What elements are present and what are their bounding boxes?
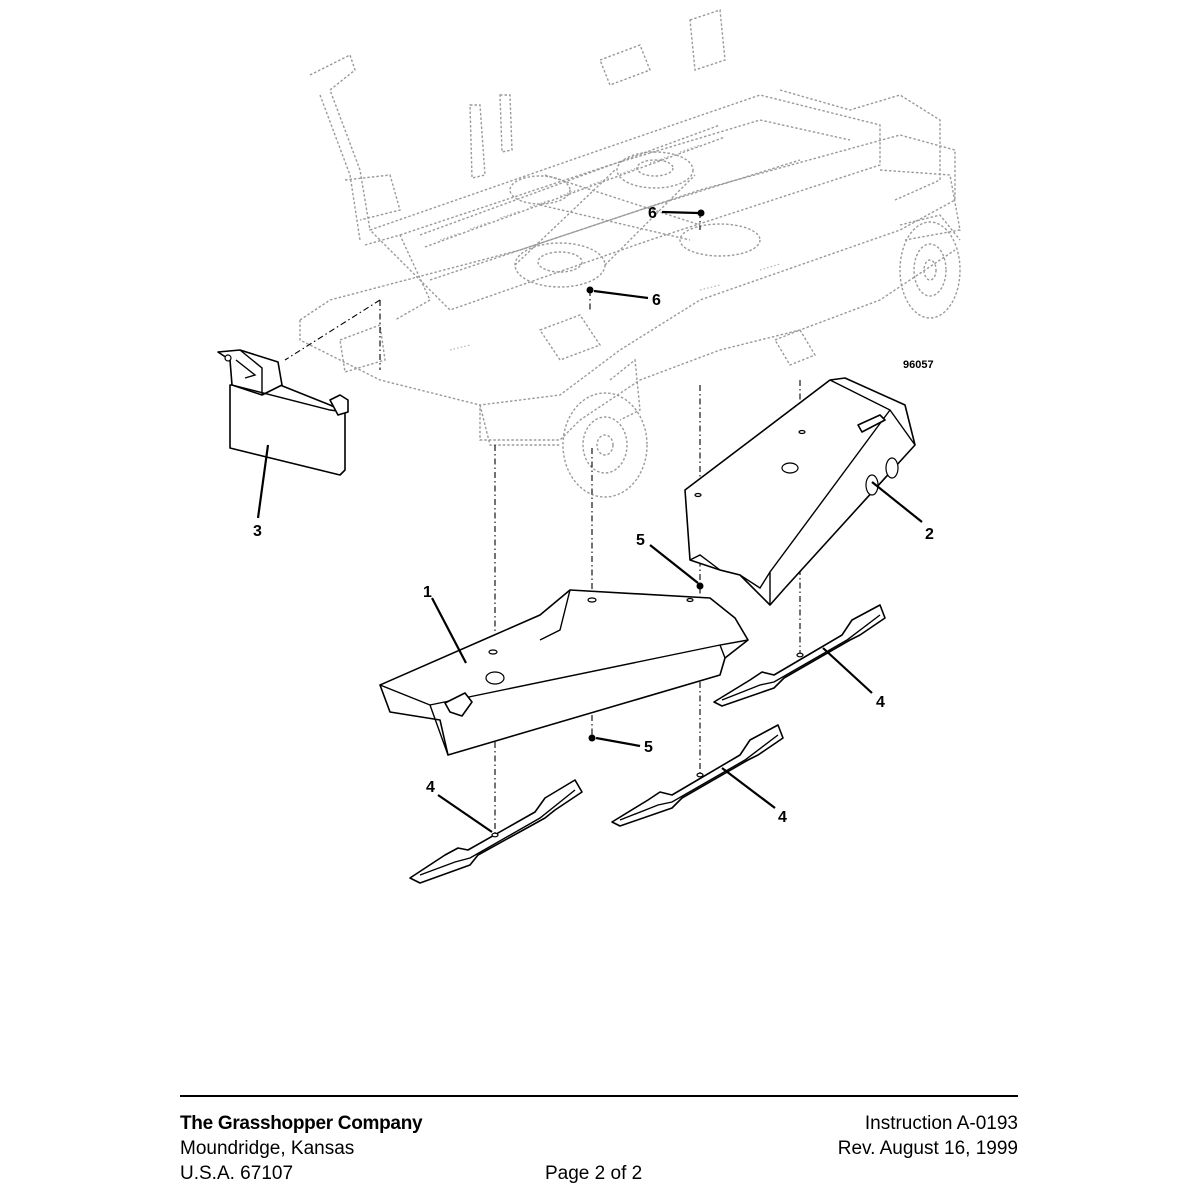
callout-4-right: 4 — [876, 694, 885, 711]
figure-id: 96057 — [903, 359, 934, 371]
callout-1: 1 — [423, 584, 432, 601]
callout-3: 3 — [253, 523, 262, 540]
deflector-bracket — [217, 349, 349, 476]
company-zip: U.S.A. 67107 — [180, 1163, 294, 1184]
exploded-parts-diagram: 6 6 3 1 2 5 5 4 4 4 96057 — [217, 9, 961, 884]
callout-5-bottom: 5 — [644, 739, 653, 756]
revision-date: Rev. August 16, 1999 — [837, 1138, 1018, 1159]
fasteners — [586, 209, 705, 742]
footer-rule — [180, 1095, 1018, 1097]
callout-4-left: 4 — [426, 779, 435, 796]
page-number: Page 2 of 2 — [545, 1163, 643, 1184]
blade-right — [713, 604, 886, 707]
callout-6-mid: 6 — [652, 292, 661, 309]
instruction-number: Instruction A-0193 — [864, 1113, 1018, 1134]
callout-6-top: 6 — [648, 205, 657, 222]
callout-2: 2 — [925, 526, 934, 543]
leader-lines — [256, 210, 923, 833]
baffle-left — [379, 589, 749, 756]
mower-deck-ghost — [299, 9, 961, 498]
callout-4-middle: 4 — [778, 809, 787, 826]
blade-front — [409, 779, 583, 884]
blade-middle — [611, 724, 784, 827]
callout-5-top: 5 — [636, 532, 645, 549]
baffle-right — [684, 377, 916, 606]
company-city: Moundridge, Kansas — [180, 1138, 355, 1159]
company-name: The Grasshopper Company — [180, 1113, 423, 1134]
